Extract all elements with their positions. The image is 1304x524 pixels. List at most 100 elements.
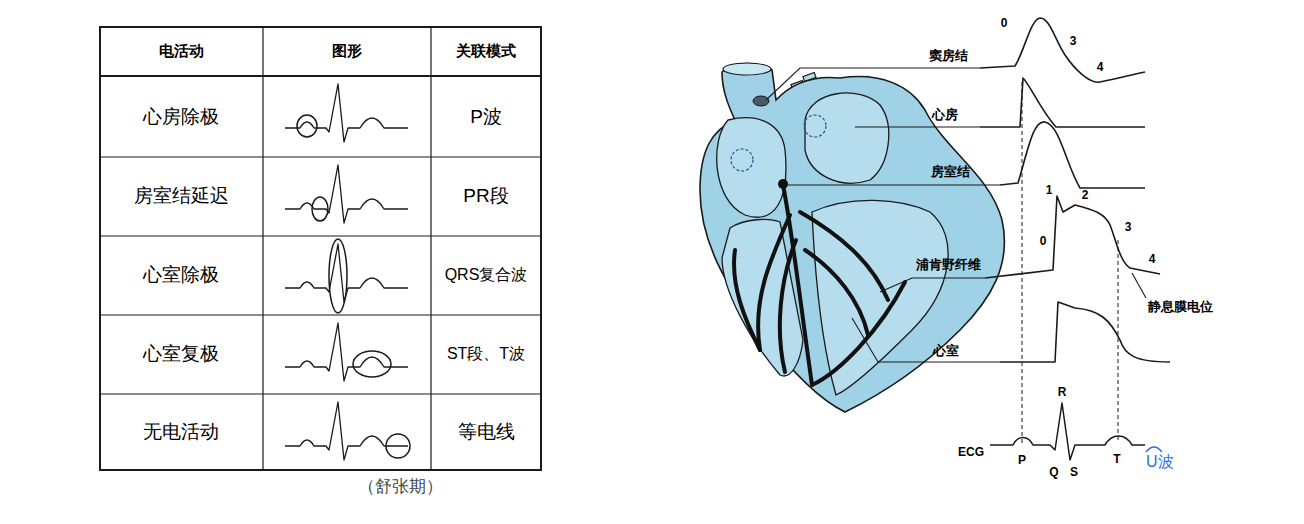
heart-illustration [700,63,1004,412]
wave-label: S [1070,462,1078,480]
table-grid [100,27,541,470]
table-cell: 房室结延迟 [134,185,229,207]
table-header: 图形 [332,42,362,60]
table-rule [100,156,541,157]
table-cell: QRS复合波 [445,266,528,284]
table-cell: 心室除极 [143,264,219,286]
atrial-site [731,149,753,171]
leader-line [1132,273,1146,298]
phase-number: 2 [1082,189,1089,203]
vena-cava-opening [723,63,771,75]
heart-outline [700,64,1004,413]
table-cell: 心房除极 [143,106,219,128]
ecg-label: ECG [958,442,984,460]
table-cell: QRS复合波 [445,266,528,284]
ecg-trace [285,402,408,460]
phase-number: 3 [1125,217,1132,235]
wave-label: Q [1049,466,1058,480]
purkinje-fibre [780,240,796,372]
part-label: 房室结 [931,165,970,180]
table-header: 关联模式 [456,42,516,60]
wave-label: T [1113,453,1120,467]
table-cell: ST段、T波 [447,345,525,363]
part-label: 静息膜电位 [1148,297,1213,315]
wave-label: R [1058,386,1067,400]
action-potential [980,18,1145,82]
phase-number: 4 [1097,61,1104,75]
part-label: 心房 [932,105,958,123]
highlight-ring [329,239,347,313]
leader-line [855,126,980,127]
table-header: 关联模式 [456,42,516,59]
table-rule [100,314,541,315]
table-header: 电活动 [159,42,204,59]
phase-number: 3 [1070,35,1077,49]
left-atrium [805,93,889,183]
phase-number: 4 [1097,57,1104,75]
part-label: 心房 [932,108,958,123]
table-cell: 无电活动 [143,421,219,443]
table-rule [430,27,431,470]
note: （舒张期） [358,477,443,497]
part-label: 浦肯野纤维 [916,255,981,273]
phase-number: 0 [1040,235,1047,249]
action-potential [1000,302,1170,362]
highlight-ring [386,434,410,458]
highlight-ring [297,115,317,137]
annotation-mark [1146,447,1162,452]
atrial-site [804,115,826,137]
phase-number: 4 [1149,253,1156,267]
part-label: 心室 [933,341,959,359]
table-cell: 等电线 [458,421,515,443]
phase-number: 0 [1001,17,1008,31]
table-cell: 心室除极 [143,264,219,286]
table-cell: P波 [470,106,502,128]
table-border [100,27,541,470]
part-label: 窦房结 [929,46,968,64]
ecg-trace [285,84,408,142]
table-cell: P波 [470,106,502,128]
timing-guide [1022,82,1023,443]
ecg-trace [990,403,1145,460]
phase-number: 0 [1040,231,1047,249]
highlight-ring [312,197,328,221]
table-cell: PR段 [463,185,508,207]
part-label: 静息膜电位 [1148,300,1213,315]
phase-number: 4 [1149,249,1156,267]
leader-line [766,68,980,100]
table-header: 图形 [332,42,362,59]
ecg-label: ECG [958,446,984,460]
wave-label: P [1018,450,1026,468]
phase-number: 1 [1046,180,1053,198]
table-cell: PR段 [463,185,508,207]
table-cell: 等电线 [458,421,515,443]
left-ventricle [812,200,948,395]
part-label: 房室结 [931,162,970,180]
part-label: 窦房结 [929,49,968,64]
phase-number: 3 [1125,221,1132,235]
table-rule [100,235,541,236]
table-rule [100,75,541,77]
leader-line [788,184,1000,185]
note: （舒张期） [358,477,443,497]
part-label: 浦肯野纤维 [916,258,981,273]
part-label: 心室 [933,344,959,359]
phase-number: 1 [1046,184,1053,198]
table-cell: 心房除极 [143,106,219,128]
table-cell: 房室结延迟 [134,185,229,207]
ecg-trace [285,165,408,223]
purkinje-fibre [805,250,868,335]
wave-label: U波 [1146,453,1174,471]
table-rule [262,27,263,470]
action-potential [985,196,1160,278]
table-header: 电活动 [159,42,204,60]
wave-label: S [1070,466,1078,480]
table-cell: 无电活动 [143,421,219,443]
leader-line [880,278,985,292]
timing-guide [1118,240,1119,443]
av-node [778,179,788,189]
phase-number: 0 [1001,13,1008,31]
table-rule [100,393,541,394]
